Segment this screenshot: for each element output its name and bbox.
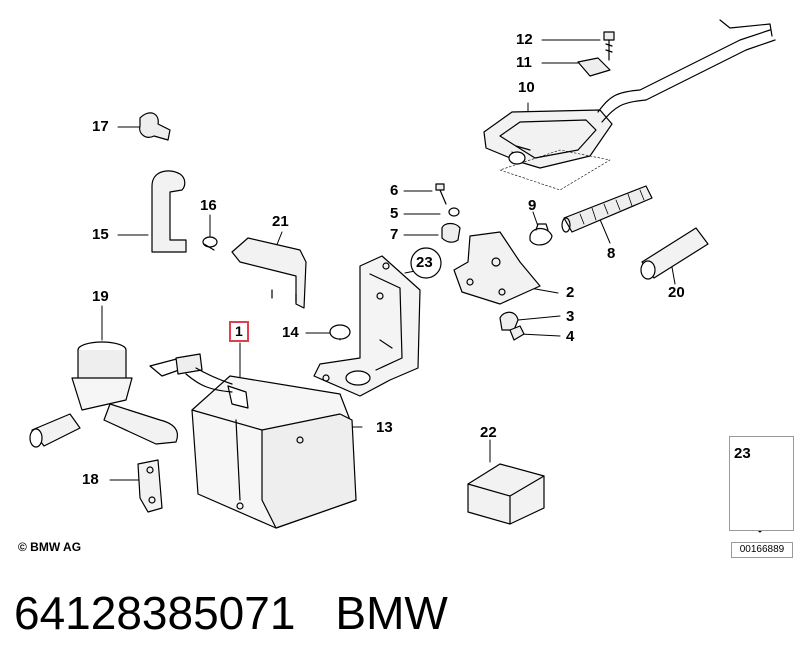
callout-16[interactable]: 16 — [200, 197, 217, 214]
bolt-6 — [435, 183, 447, 205]
callout-11[interactable]: 11 — [516, 54, 532, 71]
bolt-12 — [603, 31, 615, 61]
callout-23[interactable]: 23 — [416, 254, 433, 271]
clip-11 — [577, 57, 611, 77]
callout-circle-23 — [410, 247, 442, 279]
bracket-2 — [453, 231, 541, 305]
clamp-9 — [529, 223, 553, 246]
plate-18 — [137, 459, 163, 513]
tube-20 — [640, 227, 709, 280]
callout-19[interactable]: 19 — [92, 288, 109, 305]
callout-20[interactable]: 20 — [668, 284, 685, 301]
box-22 — [467, 463, 545, 525]
mount-7 — [441, 222, 461, 243]
hose-15 — [151, 170, 187, 253]
heater-unit-1 — [149, 353, 357, 529]
plug-14 — [329, 324, 351, 340]
leader-lines — [101, 39, 676, 481]
diagram-code: 00166889 — [731, 542, 793, 558]
callout-4[interactable]: 4 — [566, 328, 575, 345]
callout-18[interactable]: 18 — [82, 471, 99, 488]
clamp-17 — [139, 112, 171, 141]
bracket-13 — [313, 255, 421, 397]
copyright-text: © BMW AG — [18, 540, 82, 554]
callout-17[interactable]: 17 — [92, 118, 109, 135]
callout-3[interactable]: 3 — [566, 308, 575, 325]
part-number: 64128385071 — [14, 587, 296, 639]
callout-15[interactable]: 15 — [92, 226, 109, 243]
callout-22[interactable]: 22 — [480, 424, 497, 441]
legend-number: 23 — [734, 445, 751, 462]
brand-name: BMW — [335, 587, 448, 639]
callout-1[interactable]: 1 — [229, 321, 249, 342]
pump-19 — [29, 341, 179, 448]
washer-5 — [448, 207, 460, 217]
callout-6[interactable]: 6 — [390, 182, 399, 199]
callout-5[interactable]: 5 — [390, 205, 399, 222]
callout-13[interactable]: 13 — [376, 419, 393, 436]
flex-pipe-8 — [561, 185, 653, 233]
callout-14[interactable]: 14 — [282, 324, 299, 341]
callout-2[interactable]: 2 — [566, 284, 575, 301]
legend-box — [729, 436, 794, 531]
callout-9[interactable]: 9 — [528, 197, 537, 214]
muffler-10 — [483, 19, 776, 191]
footer: 64128385071 BMW — [14, 585, 448, 641]
clamp-16 — [202, 236, 218, 251]
nut-4 — [509, 325, 525, 341]
bracket-21 — [231, 237, 307, 309]
callout-8[interactable]: 8 — [607, 245, 616, 262]
callout-12[interactable]: 12 — [516, 31, 533, 48]
callout-7[interactable]: 7 — [390, 226, 399, 243]
parts-diagram — [29, 19, 787, 533]
callout-21[interactable]: 21 — [272, 213, 289, 230]
callout-10[interactable]: 10 — [518, 79, 535, 96]
